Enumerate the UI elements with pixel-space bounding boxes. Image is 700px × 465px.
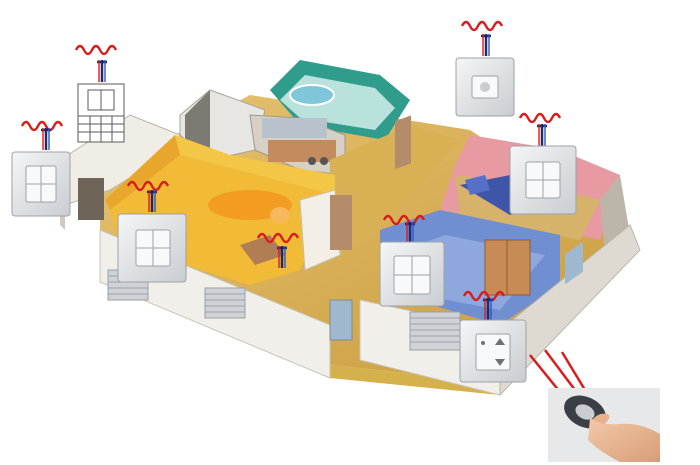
shutter-receiver-icon: [77, 83, 125, 143]
corridor-door: [395, 115, 411, 170]
shutter-window-3: [409, 311, 461, 351]
bathroom-tub: [289, 84, 335, 106]
shutter-receiver: [74, 44, 125, 143]
four-button-switch-icon: [25, 165, 57, 203]
stove-burner: [320, 157, 328, 165]
kitchen-counter: [268, 140, 336, 162]
partition-door: [330, 195, 352, 250]
wall-switch-left: [11, 120, 71, 217]
remote-signal-rays: [529, 349, 587, 393]
sofa-cushion: [270, 207, 290, 223]
bed-1-pillow: [465, 175, 490, 195]
living-room-back-wall: [175, 135, 335, 195]
sensor-icon: [471, 75, 499, 99]
corridor-floor: [330, 125, 460, 260]
house-base-right: [330, 235, 640, 395]
four-button-switch-icon: [135, 229, 171, 267]
hall-switch: [379, 214, 445, 307]
living-room-switch: [117, 180, 187, 283]
up-down-switch-icon: [475, 333, 511, 371]
left-wing-door: [78, 178, 104, 220]
four-button-switch-icon: [525, 161, 561, 199]
stove-burner: [308, 157, 316, 165]
four-button-switch-icon: [393, 255, 431, 295]
remote-control: [548, 388, 660, 462]
bedroom-switch: [509, 112, 577, 215]
living-room-left-wall: [105, 135, 180, 210]
back-utility-room-shadow: [185, 90, 210, 150]
kitchen-cabinet: [262, 118, 327, 138]
ceiling-sensor: [455, 20, 515, 117]
shutter-window-2: [204, 287, 246, 319]
shutter-switch: [459, 290, 527, 383]
side-window: [565, 241, 583, 285]
hand-finger: [592, 413, 610, 424]
front-window-3: [329, 299, 353, 341]
hand: [588, 418, 660, 462]
side-table: [240, 235, 285, 265]
